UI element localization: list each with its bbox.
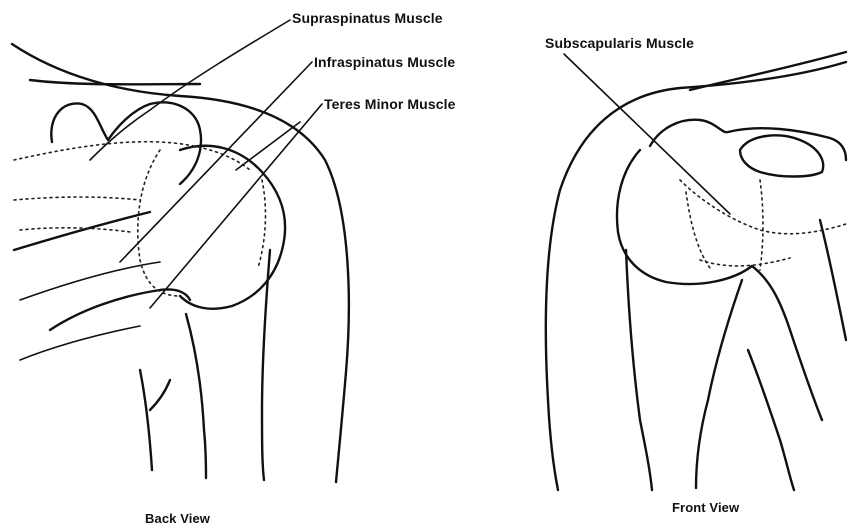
caption-back-view: Back View xyxy=(145,511,210,526)
label-subscapularis: Subscapularis Muscle xyxy=(545,35,694,51)
label-teres-minor: Teres Minor Muscle xyxy=(324,96,455,112)
front-dotted-lower xyxy=(700,258,790,266)
front-humerus-lateral xyxy=(626,250,652,490)
label-infraspinatus: Infraspinatus Muscle xyxy=(314,54,455,70)
back-view-drawing xyxy=(12,20,349,482)
leader-teres-minor xyxy=(150,104,322,308)
front-lower-bone xyxy=(748,350,794,490)
front-scapula-edge xyxy=(820,220,846,340)
front-view-drawing xyxy=(546,52,846,490)
front-scapula-curve xyxy=(752,266,822,420)
back-dotted-infraspinatus xyxy=(138,150,180,296)
caption-front-view: Front View xyxy=(672,500,739,515)
front-shoulder-outline xyxy=(546,62,846,490)
back-scapula-spine xyxy=(14,212,150,250)
back-lower-bone xyxy=(140,370,170,470)
front-humerus-medial xyxy=(696,280,742,488)
front-coracoid xyxy=(740,135,823,176)
front-dotted-humeral xyxy=(686,180,763,270)
back-dotted-humeral xyxy=(258,180,265,268)
front-clavicle xyxy=(690,52,846,90)
label-supraspinatus: Supraspinatus Muscle xyxy=(292,10,443,26)
leader-supraspinatus xyxy=(90,20,290,160)
back-trapezius-line xyxy=(30,80,200,84)
back-shoulder-outline xyxy=(12,44,349,482)
back-dotted-teres xyxy=(14,197,140,232)
front-acromion xyxy=(650,120,846,160)
leader-teres-minor-b xyxy=(236,122,300,170)
back-humerus-medial xyxy=(186,314,206,478)
back-lower-curve xyxy=(20,326,140,360)
back-acromion xyxy=(51,102,201,184)
back-humeral-head xyxy=(180,146,285,309)
